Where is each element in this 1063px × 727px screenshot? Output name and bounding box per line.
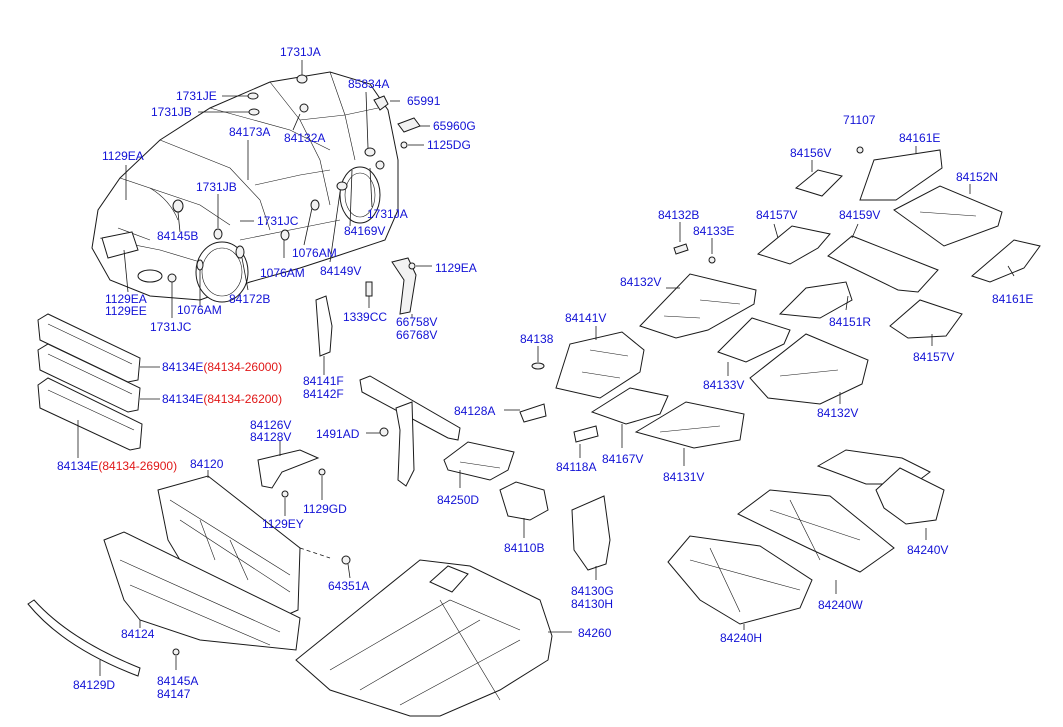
part-number-84124[interactable]: 84124 (121, 627, 155, 641)
part-number-85834A[interactable]: 85834A (348, 77, 390, 91)
part-number-84161E-b[interactable]: 84161E (992, 292, 1034, 306)
part-number-71107[interactable]: 71107 (843, 113, 876, 127)
part-number-84169V[interactable]: 84169V (344, 224, 386, 238)
carpet-84260-illustration (295, 559, 572, 717)
part-number-1129EA-a[interactable]: 1129EA (102, 149, 144, 163)
part-number-84260[interactable]: 84260 (578, 626, 612, 640)
part-number-84141V[interactable]: 84141V (565, 311, 607, 325)
part-number-84132V-b[interactable]: 84132V (817, 406, 859, 420)
part-number-1731JA-top[interactable]: 1731JA (280, 45, 321, 59)
part-number-84130G[interactable]: 84130G (571, 584, 614, 598)
part-number-84134E-c[interactable]: 84134E(84134-26900) (57, 459, 177, 473)
part-number-66768V[interactable]: 66768V (396, 328, 438, 342)
part-number-84130H[interactable]: 84130H (571, 597, 614, 611)
part-number-84157V-b[interactable]: 84157V (913, 350, 955, 364)
part-number-84120[interactable]: 84120 (190, 457, 224, 471)
part-number-84145B[interactable]: 84145B (157, 229, 199, 243)
part-number-84132V-a[interactable]: 84132V (620, 275, 662, 289)
part-number-1129EE[interactable]: 1129EE (105, 304, 147, 318)
pads-84132V-84133V-illustration (639, 222, 869, 405)
part-number-84118A[interactable]: 84118A (556, 460, 597, 474)
part-number-84141F[interactable]: 84141F (303, 374, 344, 388)
part-number-84149V[interactable]: 84149V (320, 264, 362, 278)
part-number-84133V[interactable]: 84133V (703, 378, 745, 392)
part-number-84157V-a[interactable]: 84157V (756, 208, 798, 222)
insulator-84134E-illustration (37, 313, 160, 458)
part-number-1731JE[interactable]: 1731JE (176, 89, 217, 103)
part-number-84159V[interactable]: 84159V (839, 208, 881, 222)
bracket-84126V-illustration (257, 440, 326, 516)
part-number-65991[interactable]: 65991 (407, 94, 441, 108)
pads-84141V-84131V-illustration (555, 326, 745, 466)
part-number-84250D[interactable]: 84250D (437, 493, 480, 507)
part-number-1129EY[interactable]: 1129EY (262, 517, 304, 531)
part-number-1731JC-a[interactable]: 1731JC (257, 214, 299, 228)
part-code-84134E-c: 84134E (57, 459, 99, 473)
crossmember-illustration (359, 375, 461, 487)
part-number-84151R[interactable]: 84151R (829, 315, 872, 329)
part-number-84172B[interactable]: 84172B (229, 292, 271, 306)
part-number-1129EA-b[interactable]: 1129EA (105, 292, 147, 306)
part-number-84138[interactable]: 84138 (520, 332, 554, 346)
part-number-1731JC-b[interactable]: 1731JC (150, 320, 192, 334)
part-number-84167V[interactable]: 84167V (602, 452, 644, 466)
part-code-84134E-b: 84134E (162, 392, 204, 406)
reference-code-84134-26000: (84134-26000) (203, 360, 283, 374)
part-number-84132B[interactable]: 84132B (658, 208, 700, 222)
part-number-65960G[interactable]: 65960G (433, 119, 476, 133)
part-number-84240V[interactable]: 84240V (907, 543, 949, 557)
vehicle-body-illustration (91, 60, 430, 318)
reference-code-84134-26900: (84134-26900) (98, 459, 178, 473)
part-number-84128A[interactable]: 84128A (454, 404, 496, 418)
part-number-1129EA-c[interactable]: 1129EA (435, 261, 477, 275)
part-number-1339CC[interactable]: 1339CC (343, 310, 388, 324)
pads-right-upper-illustration (756, 146, 1041, 346)
part-number-84240H[interactable]: 84240H (720, 631, 763, 645)
part-number-84128V[interactable]: 84128V (250, 430, 292, 444)
part-number-84156V[interactable]: 84156V (790, 146, 832, 160)
strip-84129D-illustration (27, 599, 180, 677)
pillar-84141F-illustration (315, 295, 333, 375)
reference-code-84134-26200: (84134-26200) (203, 392, 283, 406)
part-number-1731JB-b[interactable]: 1731JB (196, 180, 237, 194)
part-number-84132A[interactable]: 84132A (284, 131, 326, 145)
part-code-84134E-a: 84134E (162, 360, 204, 374)
dash-insulator-84124-illustration (103, 531, 301, 651)
part-number-1129GD[interactable]: 1129GD (303, 502, 347, 516)
part-number-1731JB-a[interactable]: 1731JB (151, 105, 192, 119)
part-number-84134E-a[interactable]: 84134E(84134-26000) (162, 360, 282, 374)
part-number-1076AM-b[interactable]: 1076AM (260, 266, 305, 280)
part-number-84142F[interactable]: 84142F (303, 387, 344, 401)
part-number-64351A[interactable]: 64351A (328, 579, 370, 593)
pads-middle-illustration (443, 346, 611, 580)
part-number-84147[interactable]: 84147 (157, 687, 191, 701)
part-number-1076AM-a[interactable]: 1076AM (292, 246, 337, 260)
part-number-1491AD[interactable]: 1491AD (316, 427, 360, 441)
part-number-84110B[interactable]: 84110B (504, 541, 545, 555)
part-number-84161E-a[interactable]: 84161E (899, 131, 941, 145)
bracket-illustration (365, 257, 432, 318)
part-number-66758V[interactable]: 66758V (396, 315, 438, 329)
part-number-84126V[interactable]: 84126V (250, 418, 292, 432)
part-number-1731JA-b[interactable]: 1731JA (367, 207, 408, 221)
part-number-84145A[interactable]: 84145A (157, 674, 199, 688)
part-number-1125DG[interactable]: 1125DG (427, 138, 471, 152)
insulators-84240-illustration (667, 449, 945, 630)
part-number-84133E[interactable]: 84133E (693, 224, 735, 238)
part-number-84152N[interactable]: 84152N (956, 170, 999, 184)
part-number-84131V[interactable]: 84131V (663, 470, 705, 484)
part-number-84129D[interactable]: 84129D (73, 678, 116, 692)
part-number-84173A[interactable]: 84173A (229, 125, 271, 139)
part-number-84240W[interactable]: 84240W (818, 598, 863, 612)
part-number-84134E-b[interactable]: 84134E(84134-26200) (162, 392, 282, 406)
part-number-1076AM-c[interactable]: 1076AM (177, 303, 222, 317)
